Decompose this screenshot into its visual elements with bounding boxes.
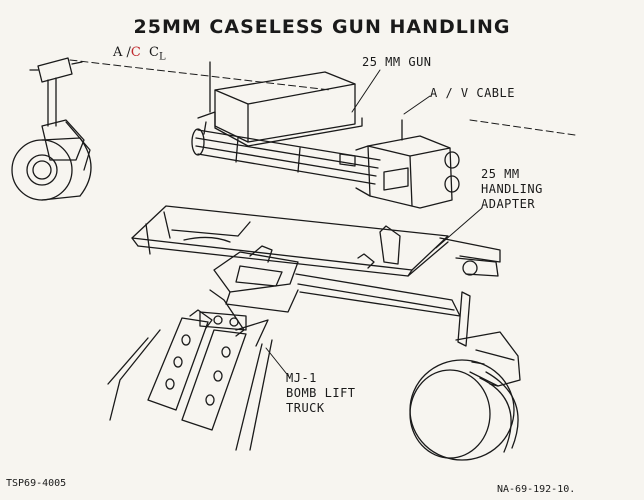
- nose-gear: [11, 57, 92, 201]
- label-av-cable: A / V CABLE: [430, 86, 515, 100]
- gun-receiver: [355, 119, 460, 209]
- label-handling-adapter: 25 MM HANDLING ADAPTER: [481, 167, 543, 211]
- handwritten-annotation: A /C CL: [113, 45, 166, 63]
- gun-barrels: [191, 128, 381, 185]
- label-bomb-lift-truck: MJ-1 BOMB LIFT TRUCK: [286, 371, 356, 415]
- main-wheel: [409, 291, 521, 461]
- centerline: [69, 59, 576, 136]
- footer-left-code: TSP69-4005: [6, 478, 67, 489]
- lift-truck: [189, 245, 461, 337]
- leader-lines: [265, 69, 483, 379]
- diagram-title: 25MM CASELESS GUN HANDLING: [133, 16, 511, 38]
- ammo-box: [197, 61, 363, 147]
- lift-arms: [107, 317, 273, 451]
- footer-right-code: NA-69-192-10.: [497, 484, 576, 495]
- label-25mm-gun: 25 MM GUN: [362, 55, 432, 69]
- handling-adapter: [131, 205, 501, 277]
